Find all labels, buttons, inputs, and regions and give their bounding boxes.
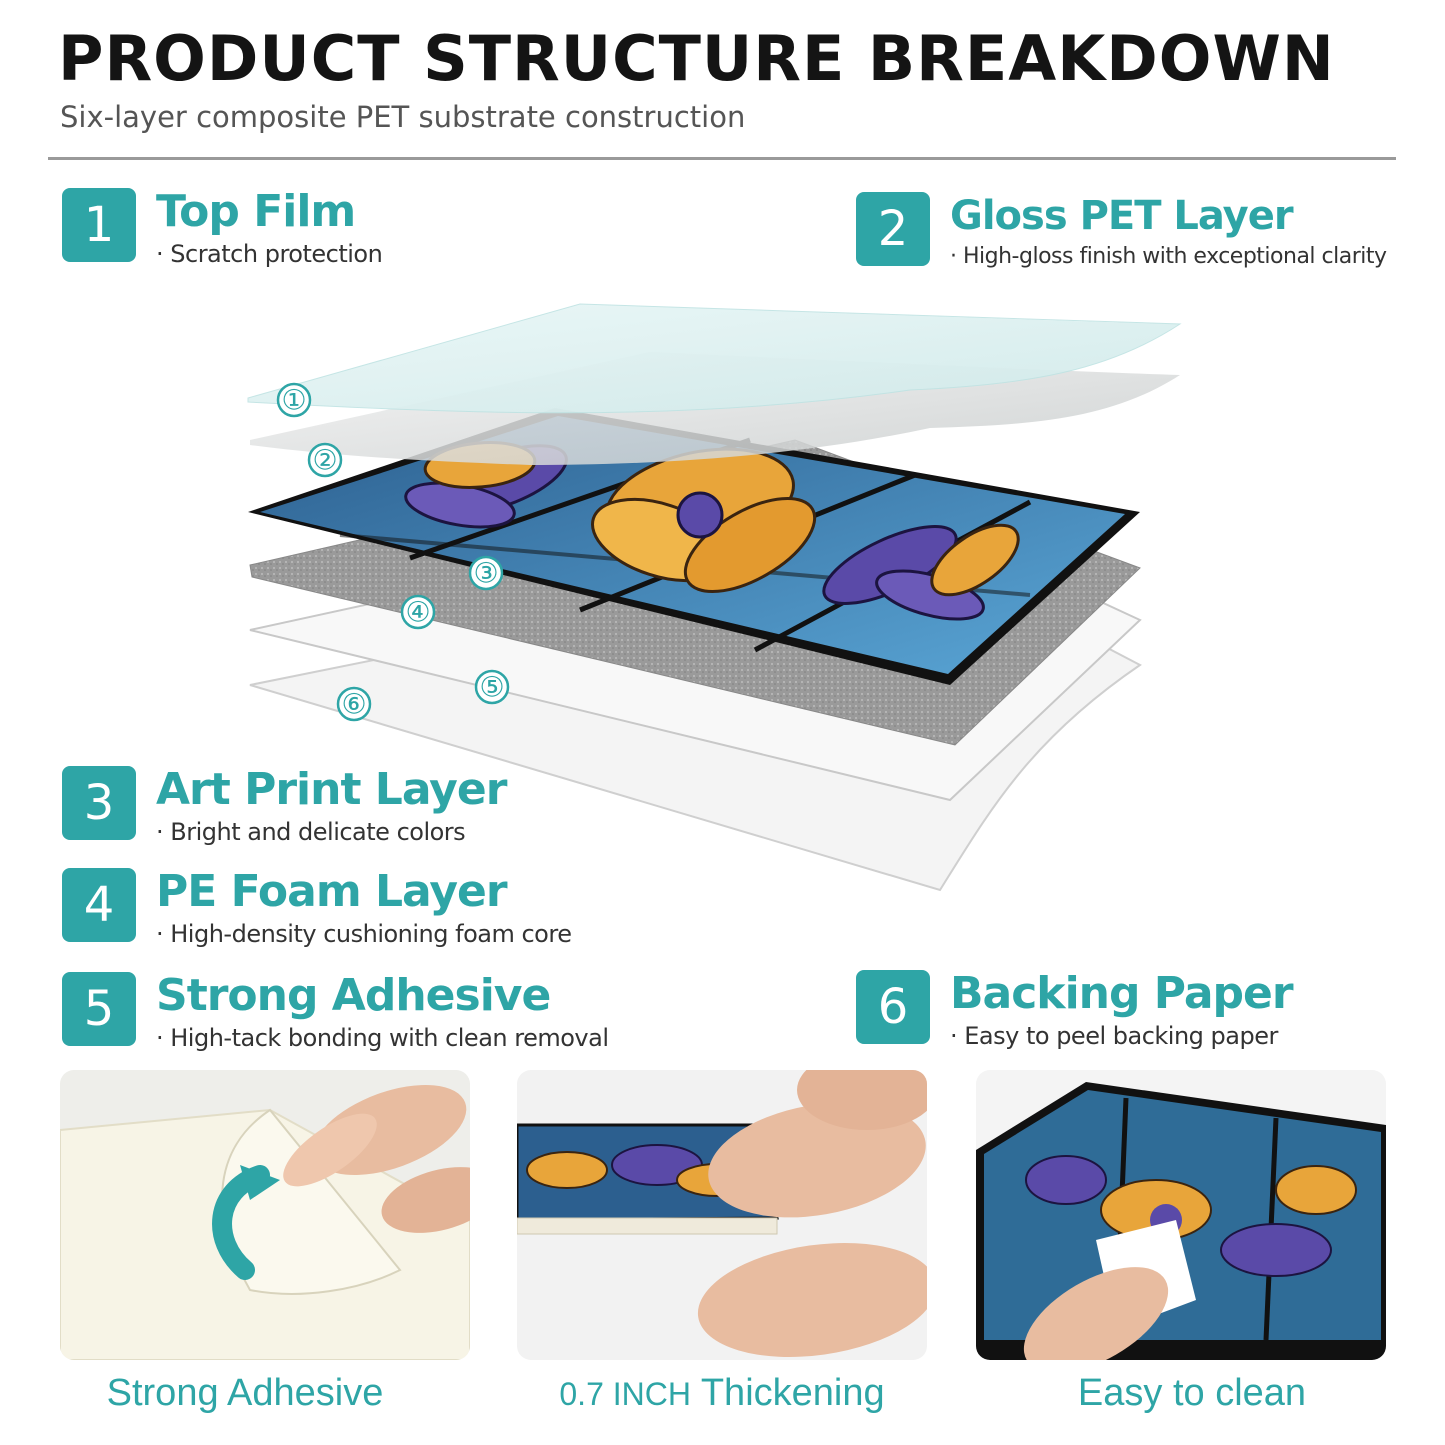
layer-name: Top Film xyxy=(156,186,356,237)
layer-label-gloss-pet: 2 Gloss PET Layer · High-gloss finish wi… xyxy=(856,192,1387,269)
feature-caption-strong-adhesive: Strong Adhesive xyxy=(106,1372,384,1414)
layer-description: · High-density cushioning foam core xyxy=(156,920,572,948)
marker-1-text: ① xyxy=(281,384,306,417)
marker-2-text: ② xyxy=(312,444,337,477)
marker-4: ④ xyxy=(400,594,436,630)
easy-to-clean-photo xyxy=(976,1070,1386,1360)
layer-description: · Scratch protection xyxy=(156,240,383,268)
marker-3: ③ xyxy=(468,555,504,591)
layer-number-badge: 3 xyxy=(62,766,136,840)
marker-5: ⑤ xyxy=(474,669,510,705)
layer-description: · High-tack bonding with clean removal xyxy=(156,1024,609,1052)
layer-number-badge: 5 xyxy=(62,972,136,1046)
marker-6: ⑥ xyxy=(336,686,372,722)
art-print-tile xyxy=(248,408,1140,685)
layer-name: Backing Paper xyxy=(950,968,1294,1019)
marker-1: ① xyxy=(276,382,312,418)
marker-5-text: ⑤ xyxy=(479,671,504,704)
feature-caption-easy-to-clean: Easy to clean xyxy=(1077,1372,1307,1414)
layer-name: Strong Adhesive xyxy=(156,970,551,1021)
layer-label-pe-foam: 4 PE Foam Layer · High-density cushionin… xyxy=(62,866,572,948)
layer-description: · High-gloss finish with exceptional cla… xyxy=(950,244,1387,269)
marker-6-text: ⑥ xyxy=(341,688,366,721)
thickening-label: Thickening xyxy=(700,1372,885,1414)
page-subtitle: Six-layer composite PET substrate constr… xyxy=(60,100,746,134)
layer-label-top-film: 1 Top Film · Scratch protection xyxy=(62,186,383,268)
marker-4-text: ④ xyxy=(405,596,430,629)
layer-name: Art Print Layer xyxy=(156,764,507,815)
page-title: PRODUCT STRUCTURE BREAKDOWN xyxy=(58,22,1335,95)
layer-number-badge: 2 xyxy=(856,192,930,266)
layer-description: · Bright and delicate colors xyxy=(156,818,466,846)
layer-name: PE Foam Layer xyxy=(156,866,508,917)
strong-adhesive-photo xyxy=(60,1070,470,1360)
marker-3-text: ③ xyxy=(473,557,498,590)
layer-description: · Easy to peel backing paper xyxy=(950,1022,1278,1050)
layer-name: Gloss PET Layer xyxy=(950,193,1294,239)
layer-label-strong-adhesive: 5 Strong Adhesive · High-tack bonding wi… xyxy=(62,972,609,1052)
thickness-value: 0.7 INCH xyxy=(559,1376,691,1412)
header-divider xyxy=(48,157,1396,160)
layer-label-backing-paper: 6 Backing Paper · Easy to peel backing p… xyxy=(856,968,1294,1050)
thickening-photo xyxy=(517,1070,927,1360)
feature-caption-thickening: 0.7 INCH Thickening xyxy=(517,1372,927,1415)
layer-label-art-print: 3 Art Print Layer · Bright and delicate … xyxy=(62,764,507,846)
top-film xyxy=(247,303,1182,414)
layer-number-badge: 1 xyxy=(62,188,136,262)
marker-2: ② xyxy=(307,442,343,478)
layer-stack-diagram: ① ② ③ ④ ⑤ ⑥ xyxy=(247,303,1182,892)
layer-number-badge: 6 xyxy=(856,970,930,1044)
layer-number-badge: 4 xyxy=(62,868,136,942)
